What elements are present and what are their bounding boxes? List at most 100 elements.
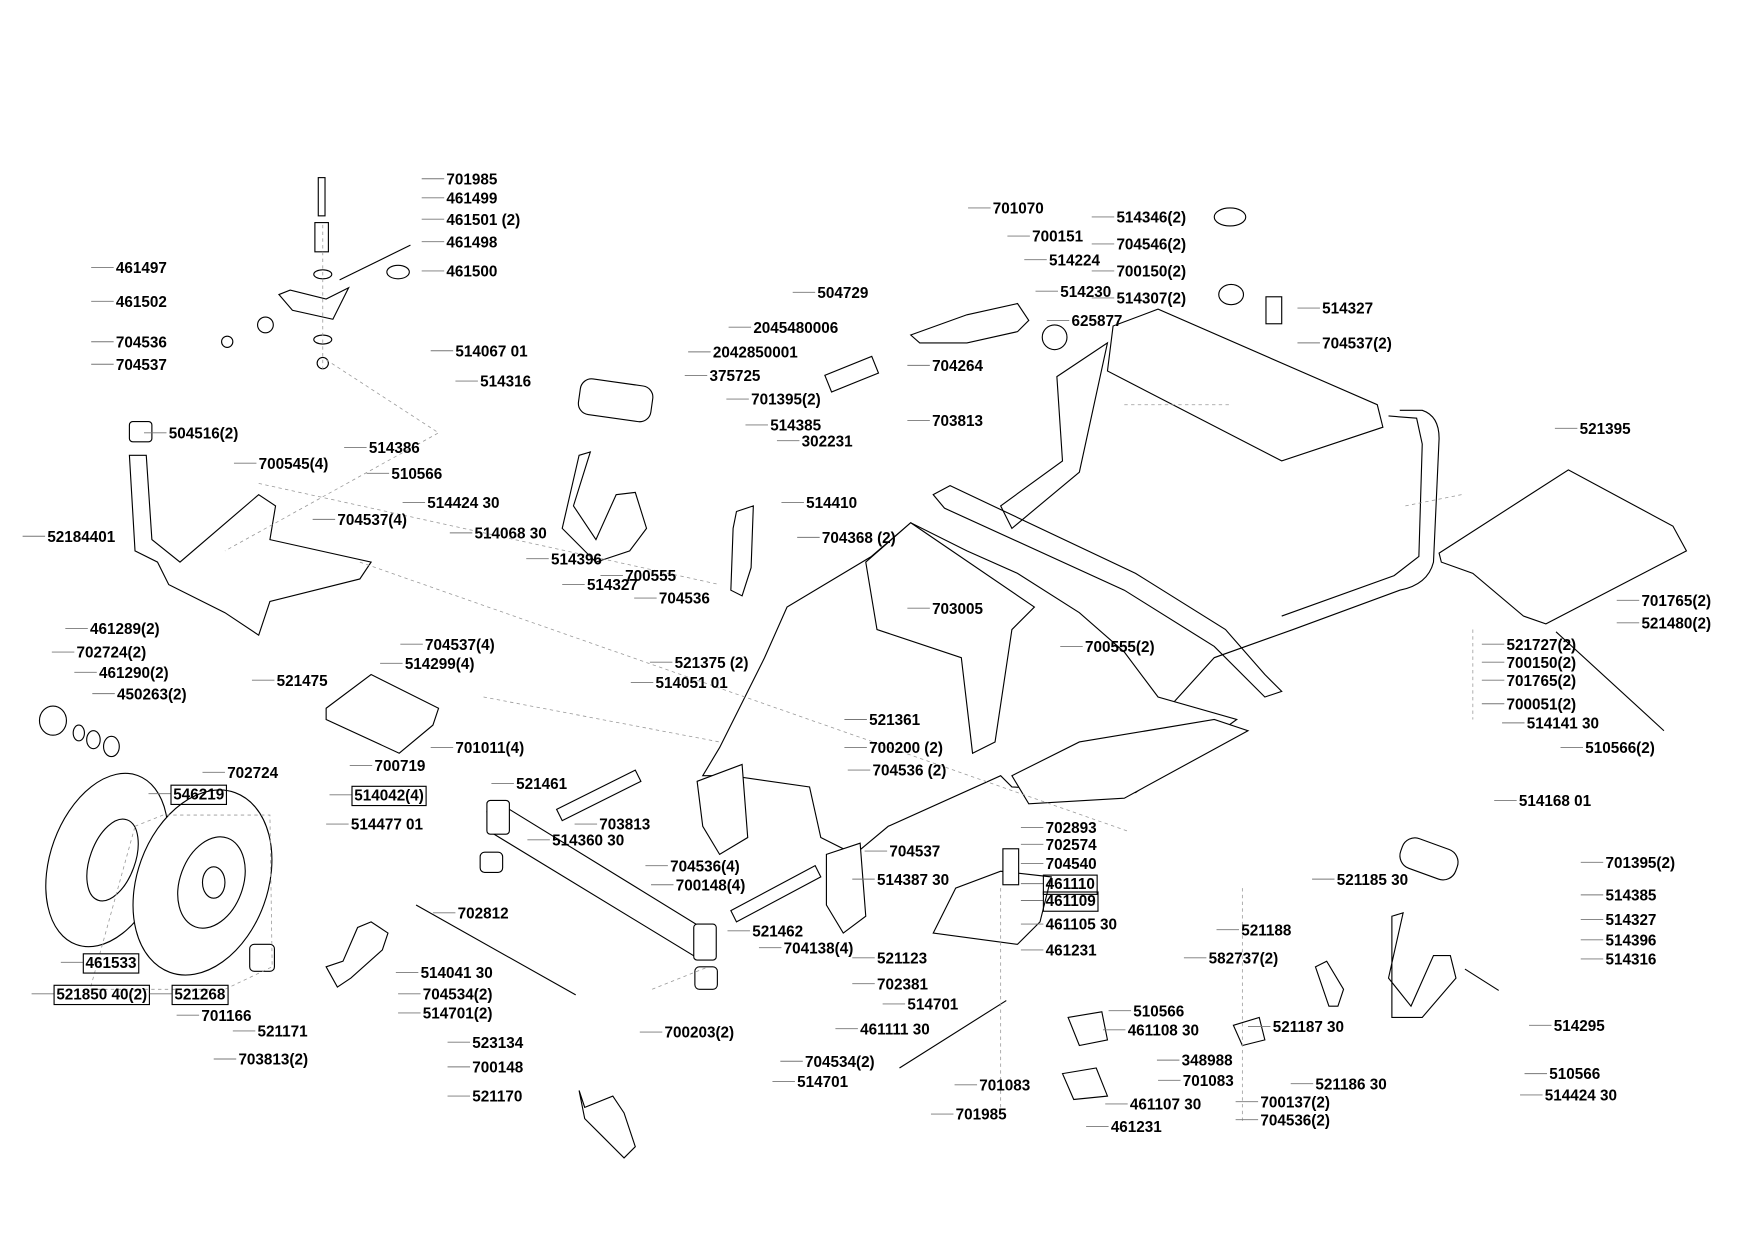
part-number-label: 514327 — [1605, 912, 1656, 929]
part-number-label: 510566 — [1133, 1003, 1184, 1020]
part-number-label: 704540 — [1046, 856, 1097, 873]
lever-part — [277, 286, 350, 320]
part-number-label: 461231 — [1046, 943, 1097, 960]
cap-part — [694, 966, 718, 990]
part-number-label: 450263(2) — [117, 686, 187, 703]
part-number-label: 514385 — [1605, 887, 1656, 904]
spindle-bushing-part — [486, 799, 510, 835]
seat-plate-part — [1106, 308, 1384, 462]
drag-link-part — [899, 1000, 1007, 1069]
brake-lever-part — [909, 302, 1030, 344]
part-number-label: 702893 — [1046, 820, 1097, 837]
part-number-label: 514701 — [907, 997, 958, 1014]
part-number-label: 514168 01 — [1519, 793, 1592, 810]
part-number-label: 700137(2) — [1260, 1094, 1330, 1111]
spindle-bushing-part — [693, 923, 717, 961]
part-number-label: 704537(4) — [337, 512, 407, 529]
part-number-label: 504729 — [817, 285, 868, 302]
part-number-label: 461289(2) — [90, 621, 160, 638]
part-drawings — [38, 177, 1688, 1159]
part-number-label: 461108 30 — [1128, 1022, 1199, 1039]
part-number-label: 514424 30 — [1545, 1088, 1617, 1105]
part-number-label: 514387 30 — [877, 872, 949, 889]
bracket-part — [1061, 1067, 1109, 1101]
bracket-part — [730, 505, 754, 597]
side-rail-part — [932, 485, 1283, 698]
tie-rod-part — [415, 904, 576, 996]
part-number-label: 514295 — [1554, 1018, 1605, 1035]
label-box — [1042, 891, 1099, 912]
bar-part — [730, 864, 822, 923]
part-number-label: 546219 — [173, 786, 224, 803]
part-number-label: 461111 30 — [860, 1021, 930, 1038]
spring-part — [386, 264, 410, 280]
rear-arch-tube-part — [1157, 409, 1440, 720]
part-number-label: 52184401 — [47, 529, 115, 546]
part-number-label: 704537(2) — [1322, 336, 1392, 353]
part-number-label: 302231 — [802, 433, 853, 450]
label-box — [1042, 874, 1098, 895]
part-number-label: 461501 (2) — [446, 212, 520, 229]
label-box — [171, 984, 229, 1006]
part-number-label: 514307(2) — [1116, 291, 1186, 308]
pedal-pad-part — [1399, 837, 1459, 881]
part-number-label: 704264 — [932, 358, 983, 375]
part-number-label: 514386 — [369, 440, 420, 457]
part-number-label: 514299(4) — [405, 656, 475, 673]
part-number-label: 514701 — [797, 1074, 848, 1091]
part-number-label: 461290(2) — [99, 665, 169, 682]
part-number-label: 521187 30 — [1273, 1019, 1344, 1036]
part-number-label: 461498 — [446, 234, 497, 251]
part-number-label: 510566(2) — [1585, 740, 1655, 757]
part-number-label: 704534(2) — [805, 1054, 875, 1071]
pedal-arm-part — [561, 451, 648, 563]
front-bracket-part — [825, 842, 867, 934]
part-number-label: 700200 (2) — [869, 740, 943, 757]
part-number-label: 514041 30 — [421, 965, 493, 982]
part-number-label: 700151 — [1032, 229, 1083, 246]
part-number-label: 461109 — [1046, 893, 1096, 910]
part-number-label: 461533 — [86, 955, 137, 972]
part-number-label: 701011(4) — [455, 740, 524, 757]
wheel-assembly-outline — [89, 814, 273, 990]
part-number-label: 514316 — [1605, 952, 1656, 969]
spacer-part — [1002, 848, 1020, 886]
switch-part — [1265, 296, 1283, 325]
part-number-label: 704537(4) — [425, 637, 495, 654]
part-number-label: 700148(4) — [676, 877, 746, 894]
part-number-label: 521480(2) — [1641, 615, 1711, 632]
label-box — [351, 785, 427, 807]
part-number-label: 461107 30 — [1130, 1097, 1201, 1114]
part-number-label: 704536(2) — [1260, 1112, 1330, 1129]
bracket-part — [1067, 1011, 1109, 1047]
part-number-label: 701395(2) — [1605, 855, 1675, 872]
spindle-part — [325, 921, 389, 988]
bar-part — [555, 769, 642, 822]
part-number-label: 701070 — [993, 201, 1044, 218]
part-number-label: 702381 — [877, 976, 928, 993]
part-number-label: 521170 — [472, 1089, 522, 1106]
pedal-arm-part — [1387, 912, 1457, 1018]
part-number-label: 700051(2) — [1507, 696, 1577, 713]
part-number-label: 704536(4) — [670, 858, 740, 875]
rear-plate-part — [1438, 469, 1688, 625]
part-number-label: 461105 30 — [1046, 917, 1117, 934]
part-number-label: 514360 30 — [552, 832, 624, 849]
part-number-label: 514042(4) — [354, 787, 424, 804]
hubcap-part — [38, 705, 68, 736]
part-number-label: 702724(2) — [77, 645, 147, 662]
part-number-label: 701395(2) — [751, 392, 821, 409]
part-number-label: 514477 01 — [351, 817, 424, 834]
part-number-label: 521850 40(2) — [56, 986, 147, 1003]
part-number-label: 521395 — [1580, 421, 1631, 438]
part-number-label: 514424 30 — [427, 495, 499, 512]
disc-part — [1041, 324, 1068, 351]
part-number-label: 701765(2) — [1641, 593, 1711, 610]
part-number-label: 700719 — [374, 758, 425, 775]
part-number-label: 704534(2) — [423, 986, 493, 1003]
part-number-label: 521188 — [1241, 922, 1292, 939]
part-number-label: 701985 — [446, 171, 497, 188]
part-number-label: 461497 — [116, 260, 167, 277]
